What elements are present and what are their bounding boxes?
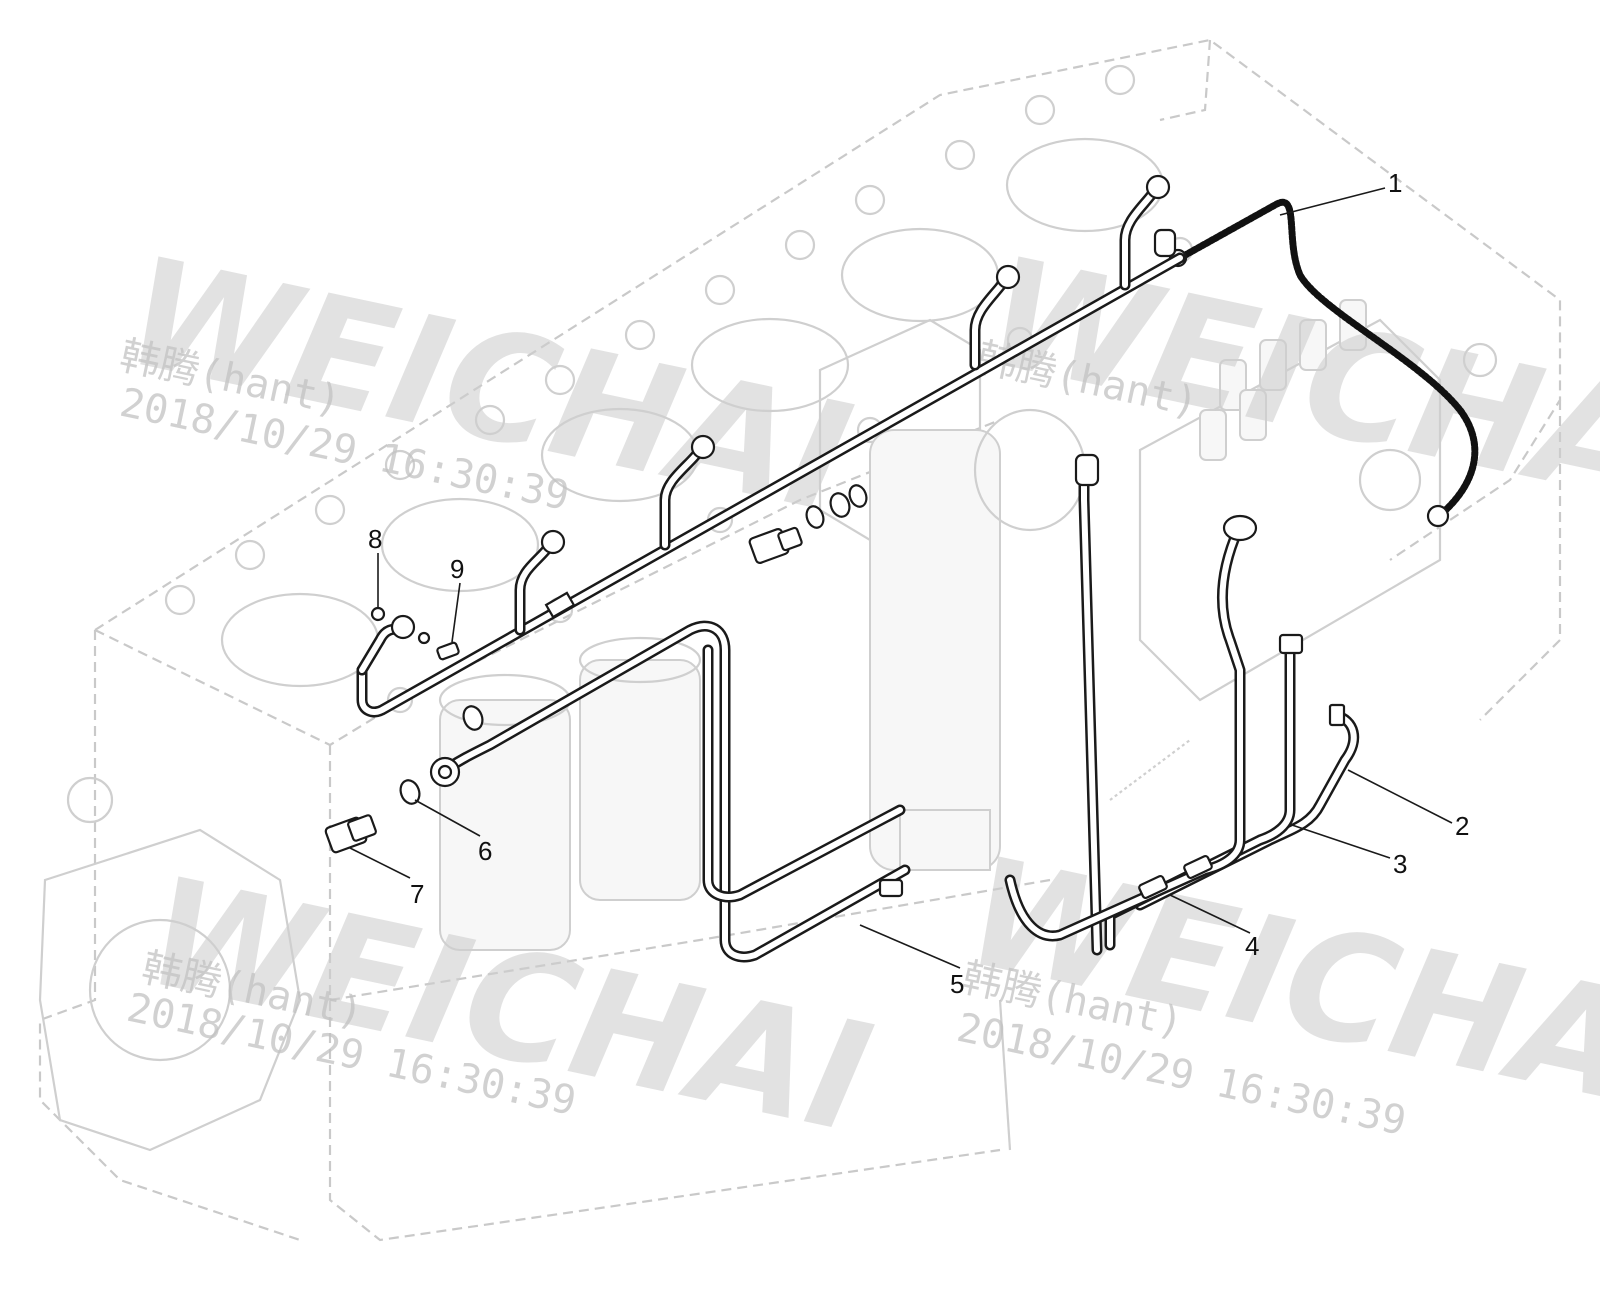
cylinder-bore [690,317,850,413]
injection-pump-outline [1138,299,1498,702]
fuel-return-pipe-lower [429,620,911,963]
fuel-pipe-3 [1104,633,1304,951]
fuel-filter-housing [818,318,1087,871]
callout-6: 6 [414,799,492,866]
banjo-bolt-upper [748,484,868,565]
oil-filter-outline [438,636,702,951]
callout-9: 9 [450,554,464,643]
callout-1: 1 [1279,168,1402,216]
callout-4: 4 [1169,894,1259,961]
fuel-pipe-4 [1004,514,1258,942]
fuel-pipe-2 [1134,703,1360,911]
callout-label: 7 [410,879,424,909]
hollow-screw-small [436,641,460,661]
cylinder-bore [380,497,540,593]
callout-label: 6 [478,836,492,866]
engine-block-outline [38,38,1562,1242]
front-housing [38,828,302,1152]
callout-label: 4 [1245,931,1259,961]
callout-8: 8 [368,524,382,608]
callout-label: 3 [1393,849,1407,879]
cylinder-bore [220,592,380,688]
callout-label: 9 [450,554,464,584]
callout-3: 3 [1291,824,1407,879]
cylinder-bore [840,227,1000,323]
callout-label: 2 [1455,811,1469,841]
banjo-bolt-lower [324,814,377,854]
callout-2: 2 [1347,769,1469,841]
callout-7: 7 [349,847,424,909]
callout-label: 8 [368,524,382,554]
filter-to-pump-pipe [1074,453,1103,956]
leak-off-pipe-harness [356,174,1186,718]
callout-5: 5 [859,924,964,999]
callout-label: 5 [950,969,964,999]
watermark: WEICHAI 韩腾(hant) 2018/10/29 16:30:39 WEI… [113,225,1600,1167]
sealing-washer-lower [399,705,484,805]
callout-label: 1 [1388,168,1402,198]
